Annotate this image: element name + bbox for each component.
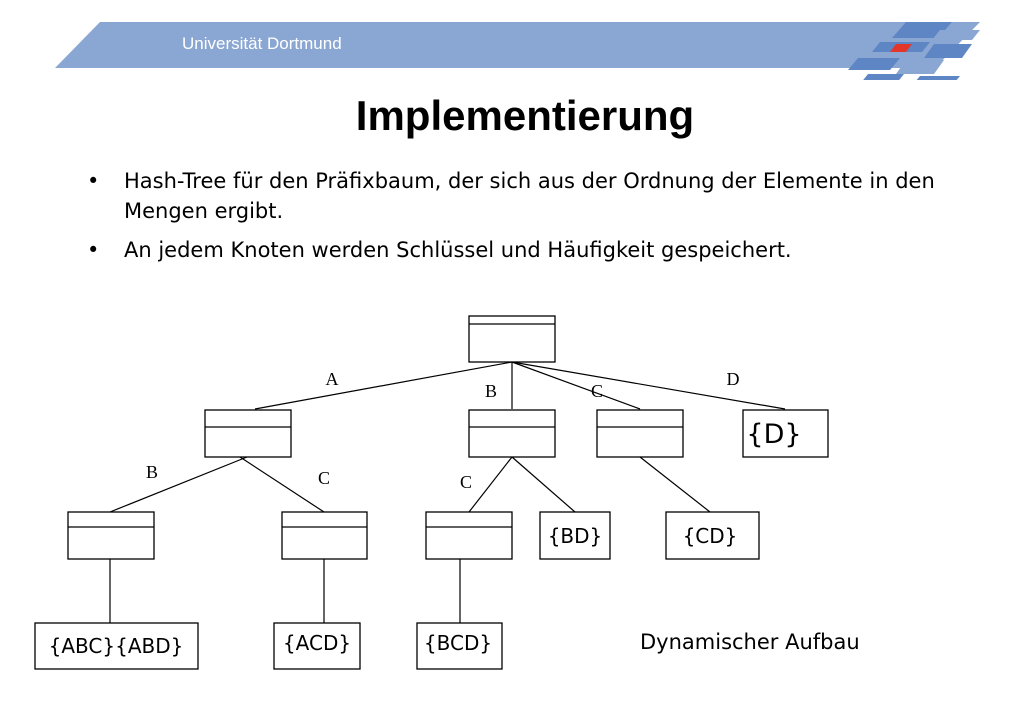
edge-b-bd bbox=[511, 456, 576, 513]
leaf-bd-box bbox=[539, 511, 611, 560]
edge-label-root-a: A bbox=[326, 369, 339, 389]
node-ac bbox=[281, 511, 368, 560]
edge-label-root-c: C bbox=[591, 381, 603, 401]
leaf-bcd-box bbox=[416, 622, 503, 670]
leaf-d-box bbox=[742, 409, 829, 458]
node-b bbox=[468, 409, 556, 458]
edge-label-a-c: C bbox=[318, 468, 330, 488]
header-stripe bbox=[55, 22, 980, 68]
node-c bbox=[596, 409, 684, 458]
university-logo-icon bbox=[848, 22, 980, 80]
slide-title: Implementierung bbox=[355, 92, 695, 139]
leaf-bcd-label: {BCD} bbox=[424, 631, 492, 655]
edge-root-c bbox=[511, 361, 641, 410]
leaf-abc-abd-box bbox=[34, 622, 199, 670]
leaf-acd-box bbox=[273, 622, 361, 670]
edge-label-a-b: B bbox=[146, 462, 158, 482]
leaf-cd-box bbox=[665, 511, 760, 560]
edge-root-a bbox=[254, 361, 513, 410]
edge-a-b bbox=[109, 456, 248, 513]
diagram-caption: Dynamischer Aufbau bbox=[640, 630, 860, 654]
bullet-list: Hash-Tree für den Präfixbaum, der sich a… bbox=[84, 166, 964, 274]
header-band bbox=[55, 22, 980, 80]
edge-label-b-c: C bbox=[460, 472, 472, 492]
edge-label-root-d: D bbox=[727, 369, 740, 389]
leaf-bd-label: {BD} bbox=[548, 524, 603, 548]
university-name: Universität Dortmund bbox=[182, 34, 342, 53]
leaf-acd-label: {ACD} bbox=[283, 631, 351, 655]
leaf-d-label: {D} bbox=[746, 419, 801, 450]
node-ab bbox=[67, 511, 155, 560]
edge-b-c bbox=[468, 456, 513, 513]
root-node bbox=[468, 315, 556, 363]
edge-a-c bbox=[239, 456, 325, 513]
leaf-cd-label: {CD} bbox=[683, 524, 738, 548]
node-a bbox=[204, 409, 292, 458]
edge-c-cd bbox=[639, 456, 711, 513]
node-bc bbox=[425, 511, 513, 560]
edge-root-d bbox=[511, 361, 786, 410]
leaf-abc-abd-label: {ABC}{ABD} bbox=[49, 634, 184, 658]
bullet-item: Hash-Tree für den Präfixbaum, der sich a… bbox=[84, 166, 964, 226]
bullet-item: An jedem Knoten werden Schlüssel und Häu… bbox=[84, 235, 964, 265]
edge-label-root-b: B bbox=[485, 381, 497, 401]
